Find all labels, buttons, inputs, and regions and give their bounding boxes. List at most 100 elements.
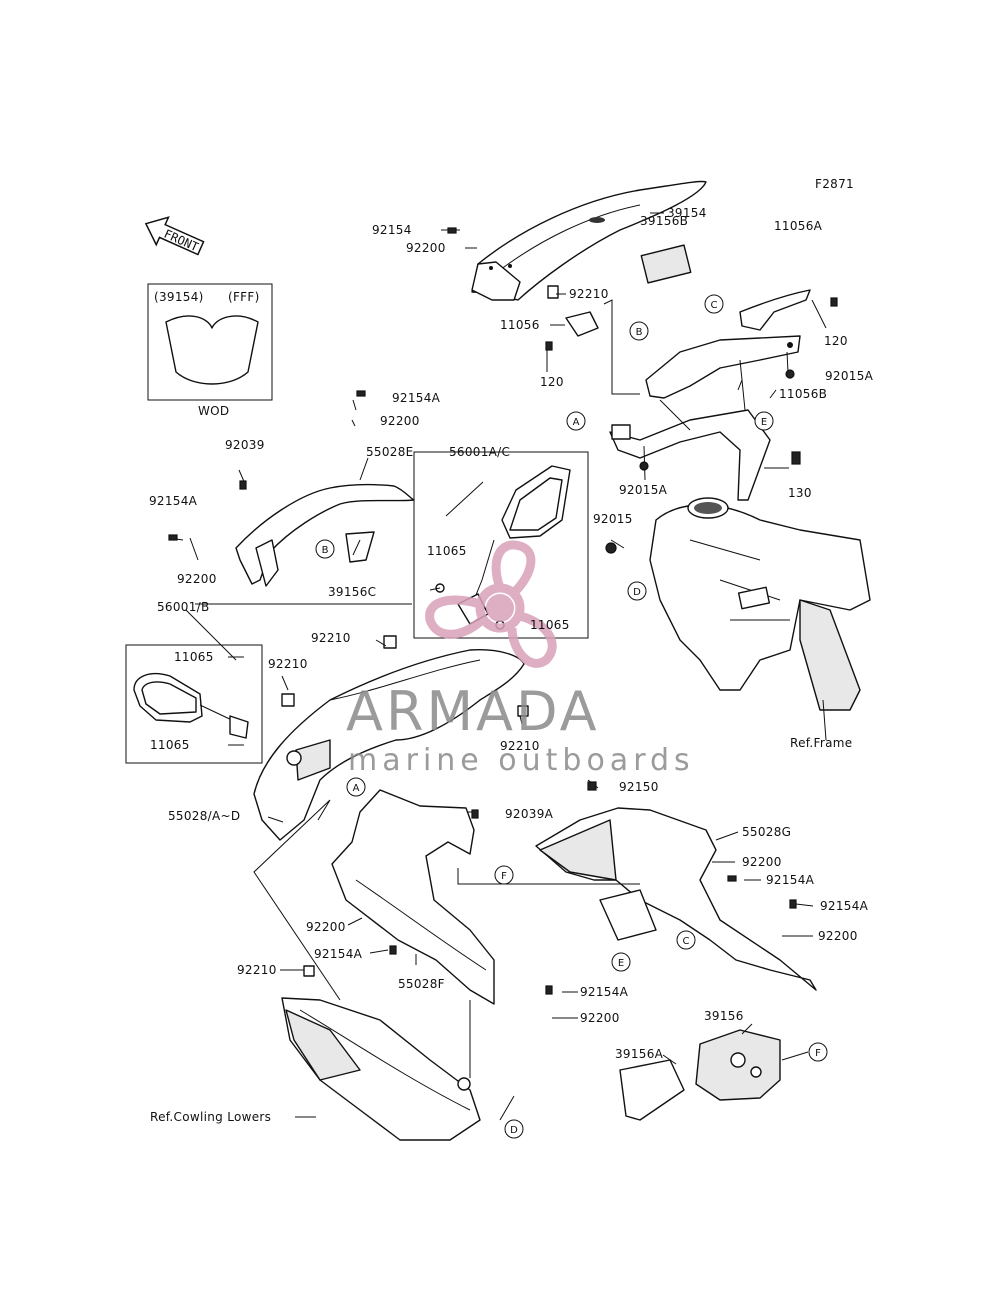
label-92200-r2: 92200 xyxy=(818,929,858,943)
label-56001b: 56001/B xyxy=(157,600,210,614)
label-55028f: 55028F xyxy=(398,977,445,991)
label-92200-mid: 92200 xyxy=(380,414,420,428)
watermark-logo xyxy=(425,540,557,668)
label-39154: 39154 xyxy=(667,206,707,220)
svg-text:A: A xyxy=(573,417,580,428)
label-92154a-bl: 92154A xyxy=(314,947,363,961)
mirror-right xyxy=(435,465,571,630)
label-ref-cowling-lowers: Ref.Cowling Lowers xyxy=(150,1110,271,1124)
cowling-stay xyxy=(609,335,801,501)
side-panel-left xyxy=(331,789,495,1005)
windshield-shape xyxy=(165,315,259,385)
label-11065-c: 11065 xyxy=(174,650,214,664)
ref-circle-b1: B xyxy=(629,321,649,341)
label-92039a: 92039A xyxy=(505,807,554,821)
ref-circle-c2: C xyxy=(676,930,696,950)
label-39156: 39156 xyxy=(704,1009,744,1023)
svg-text:F: F xyxy=(815,1048,821,1059)
label-92200-r1: 92200 xyxy=(742,855,782,869)
label-92200-top: 92200 xyxy=(406,241,446,255)
label-11056a: 11056A xyxy=(774,219,823,233)
svg-text:B: B xyxy=(636,327,643,338)
label-92210-low: 92210 xyxy=(500,739,540,753)
label-55028e: 55028E xyxy=(366,445,414,459)
ref-circle-f1: F xyxy=(494,865,514,885)
label-120-right: 120 xyxy=(824,334,848,348)
lower-cowling xyxy=(281,997,481,1141)
inset-part-ref: (39154) xyxy=(154,290,204,304)
label-11065-a: 11065 xyxy=(427,544,467,558)
label-92200-bl: 92200 xyxy=(306,920,346,934)
label-92200-left: 92200 xyxy=(177,572,217,586)
ref-circle-b2: B xyxy=(315,539,335,559)
watermark: ARMADA marine outboards xyxy=(346,540,695,778)
part-labels: 39154 92154 92200 39156B 11056A 92210 11… xyxy=(149,206,874,1124)
label-92154a-top: 92154A xyxy=(392,391,441,405)
label-11065-d: 11065 xyxy=(150,738,190,752)
label-56001ac: 56001A/C xyxy=(449,445,510,459)
mirror-left xyxy=(133,672,249,739)
inset-variant: (FFF) xyxy=(228,290,260,304)
ref-circle-d2: D xyxy=(504,1119,524,1139)
label-ref-frame: Ref.Frame xyxy=(790,736,852,750)
label-55028ad: 55028/A~D xyxy=(168,809,240,823)
front-arrow-icon: FRONT xyxy=(144,216,205,256)
label-92154a-r2: 92154A xyxy=(820,899,869,913)
frame xyxy=(649,497,871,711)
label-11056b: 11056B xyxy=(779,387,827,401)
label-92210-bl: 92210 xyxy=(237,963,277,977)
svg-text:A: A xyxy=(353,783,360,794)
fasteners xyxy=(168,227,838,995)
ref-circle-e1: E xyxy=(754,411,774,431)
svg-text:D: D xyxy=(633,587,641,598)
svg-text:C: C xyxy=(683,936,690,947)
duct-parts xyxy=(619,1029,781,1121)
ref-circle-d1: D xyxy=(627,581,647,601)
inset-mirror-left xyxy=(125,644,263,764)
label-39156c: 39156C xyxy=(328,585,376,599)
ref-circle-a1: A xyxy=(566,411,586,431)
svg-text:E: E xyxy=(761,417,767,428)
label-55028g: 55028G xyxy=(742,825,791,839)
side-panel-right xyxy=(535,807,817,991)
watermark-brand: ARMADA xyxy=(346,680,600,743)
svg-text:E: E xyxy=(618,958,624,969)
inset-caption: WOD xyxy=(198,404,229,418)
ref-circle-c1: C xyxy=(704,294,724,314)
ref-circle-a2: A xyxy=(346,777,366,797)
label-92150: 92150 xyxy=(619,780,659,794)
ref-circle-f2: F xyxy=(808,1042,828,1062)
label-92154-top: 92154 xyxy=(372,223,412,237)
upper-cowl-left xyxy=(235,483,415,587)
label-39156b: 39156B xyxy=(640,214,688,228)
label-92154a-left: 92154A xyxy=(149,494,198,508)
svg-text:B: B xyxy=(322,545,329,556)
label-92154a-r1: 92154A xyxy=(766,873,815,887)
label-130: 130 xyxy=(788,486,812,500)
label-92015a-center: 92015A xyxy=(619,483,668,497)
inset-wod: (39154) (FFF) WOD xyxy=(147,283,273,418)
watermark-tagline: marine outboards xyxy=(348,743,695,778)
label-92015: 92015 xyxy=(593,512,633,526)
inset-mirror-right xyxy=(413,451,589,639)
label-39156a: 39156A xyxy=(615,1047,664,1061)
label-92039: 92039 xyxy=(225,438,265,452)
figure-code: F2871 xyxy=(815,177,854,191)
svg-text:D: D xyxy=(510,1125,518,1136)
ref-circle-e2: E xyxy=(611,952,631,972)
svg-text:C: C xyxy=(711,300,718,311)
label-120-left: 120 xyxy=(540,375,564,389)
windshield-assembly xyxy=(471,180,811,337)
label-92200-bc: 92200 xyxy=(580,1011,620,1025)
front-label: FRONT xyxy=(162,227,201,254)
label-11065-b: 11065 xyxy=(530,618,570,632)
label-92154a-bc: 92154A xyxy=(580,985,629,999)
upper-cowl-main xyxy=(253,635,529,841)
svg-text:F: F xyxy=(501,871,507,882)
label-92210-mid: 92210 xyxy=(311,631,351,645)
label-11056: 11056 xyxy=(500,318,540,332)
label-92210-left: 92210 xyxy=(268,657,308,671)
label-92015a-right: 92015A xyxy=(825,369,874,383)
